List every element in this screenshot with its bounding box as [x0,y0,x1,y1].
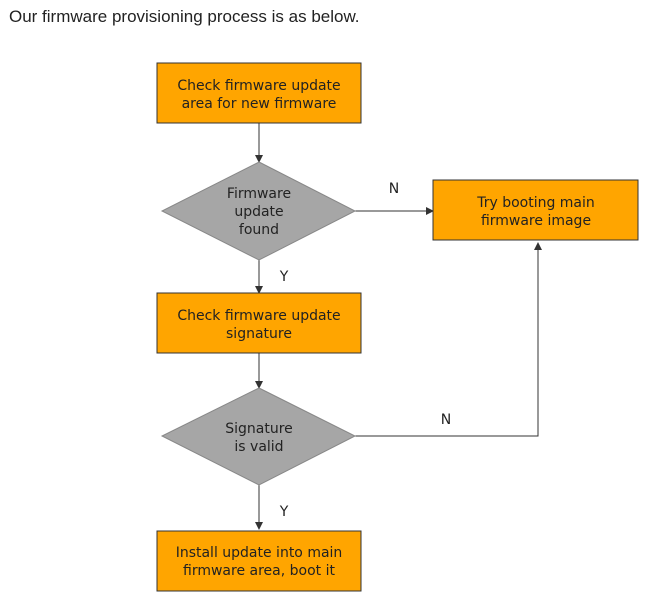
node-line: Check firmware update [177,308,340,324]
node-line: Try booting main [476,195,595,211]
node-line: firmware image [481,213,591,229]
node-line: found [239,222,279,238]
edge-label-found-yes: Y [279,269,289,285]
node-line: signature [226,326,292,342]
node-line: Install update into main [176,545,343,561]
node-line: update [234,204,283,220]
edge-label-valid-no: N [441,412,451,428]
intro-text: Our firmware provisioning process is as … [9,7,360,26]
node-line: Firmware [227,186,291,202]
node-line: area for new firmware [182,96,337,112]
connector-valid-to-tryboot [355,242,542,437]
node-line: is valid [234,439,283,455]
process-check-update-area: Check firmware update area for new firmw… [156,62,362,124]
decision-signature-valid: Signature is valid [160,387,357,486]
edge-label-found-no: N [389,181,399,197]
process-try-booting-main: Try booting main firmware image [432,179,639,241]
process-install-update: Install update into main firmware area, … [156,530,362,592]
node-line: Signature [225,421,293,437]
node-line: Check firmware update [177,78,340,94]
decision-update-found: Firmware update found [160,161,357,261]
process-check-signature: Check firmware update signature [156,292,362,354]
edge-label-valid-yes: Y [279,504,289,520]
node-line: firmware area, boot it [183,563,335,579]
connectors [255,123,542,530]
